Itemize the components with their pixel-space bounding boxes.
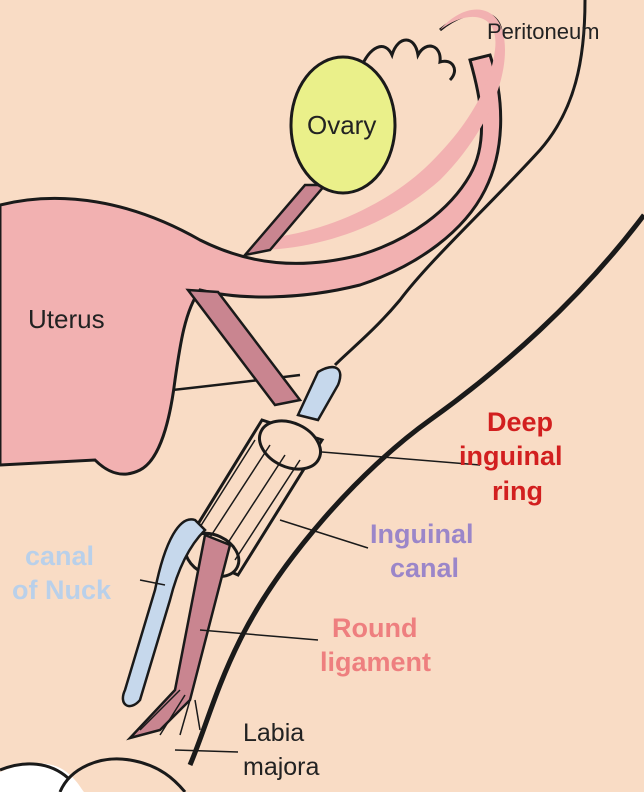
label-deep-line3: ring [492, 477, 563, 505]
label-ovary: Ovary [307, 112, 376, 139]
label-labia-majora: Labia majora [243, 720, 319, 781]
label-nuck-line2: of Nuck [12, 576, 111, 604]
label-canal-of-nuck: canal of Nuck [20, 542, 111, 605]
label-round-line1: Round [332, 614, 431, 642]
label-labia-line1: Labia [243, 720, 319, 746]
label-deep-line1: Deep [487, 408, 563, 436]
label-inguinal-line1: Inguinal [370, 520, 474, 548]
label-nuck-line1: canal [25, 542, 111, 570]
label-inguinal-canal: Inguinal canal [370, 520, 474, 583]
label-inguinal-line2: canal [390, 554, 474, 582]
label-round-ligament: Round ligament [322, 614, 431, 677]
label-labia-line2: majora [243, 754, 319, 780]
label-deep-inguinal-ring: Deep inguinal ring [487, 408, 563, 505]
label-uterus: Uterus [28, 306, 105, 333]
label-round-line2: ligament [320, 648, 431, 676]
label-deep-line2: inguinal [459, 442, 563, 470]
label-peritoneum: Peritoneum [487, 20, 600, 43]
